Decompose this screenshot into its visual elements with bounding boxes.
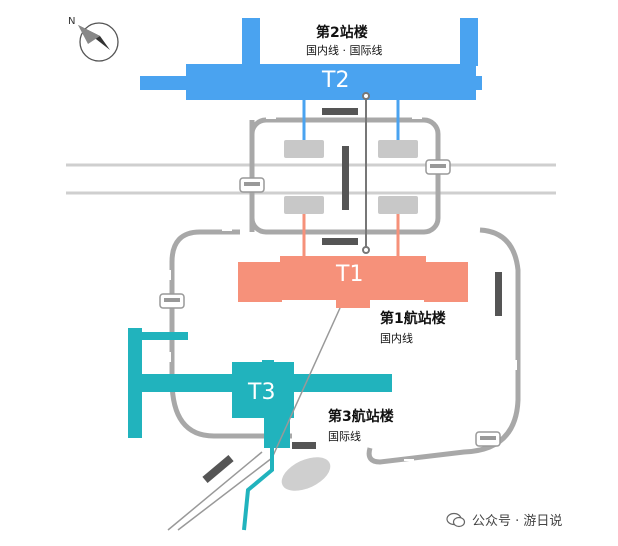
t2-connectors (302, 100, 400, 140)
t1-building (238, 256, 468, 308)
t3-name: 第3航站楼 (328, 409, 394, 425)
rail-track-segment (202, 455, 234, 483)
monorail-track-icon (292, 108, 502, 449)
watermark-text: 公众号 · 游日说 (472, 514, 563, 529)
t2-name: 第2站楼 (316, 25, 368, 41)
north-arrow-icon: N (68, 16, 119, 62)
t1-name: 第1航站楼 (380, 311, 446, 327)
rail-diagonals (167, 307, 341, 531)
wechat-icon (446, 512, 466, 527)
t1-code: T1 (336, 262, 364, 287)
t1-connectors (302, 214, 400, 256)
t3-service: 国际线 (328, 430, 361, 443)
t3-access-path (242, 448, 274, 531)
watermark: 公众号 · 游日说 (446, 510, 562, 529)
t2-building (140, 18, 482, 100)
center-link (362, 92, 370, 254)
t3-code: T3 (248, 380, 276, 405)
t2-code: T2 (322, 68, 350, 93)
shuttle-bus-icon (159, 159, 501, 447)
t2-service: 国内线 · 国际线 (306, 44, 383, 57)
svg-text:N: N (68, 16, 75, 27)
t1-service: 国内线 (380, 332, 413, 345)
railway-lines (66, 163, 556, 195)
station-boxes (284, 140, 418, 214)
t3-building (128, 328, 392, 448)
t3-area (281, 457, 331, 491)
